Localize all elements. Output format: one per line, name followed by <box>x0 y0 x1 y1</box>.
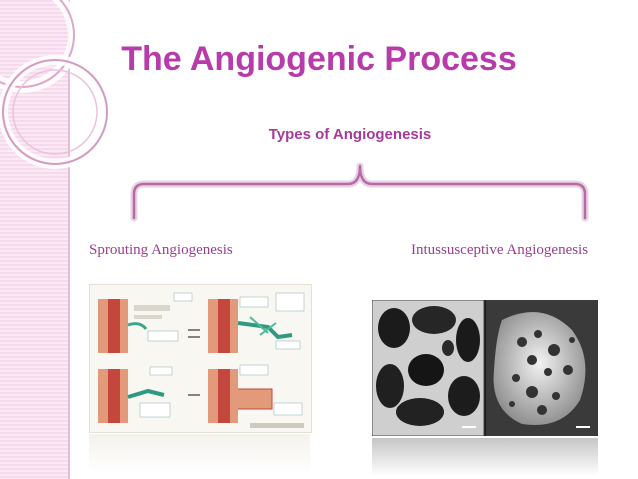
sprouting-angiogenesis-diagram-icon <box>98 292 305 428</box>
intussusceptive-angiogenesis-label: Intussusceptive Angiogenesis <box>411 242 589 258</box>
sprouting-angiogenesis-label: Sprouting Angiogenesis <box>89 242 233 258</box>
right-image-reflection <box>372 438 598 476</box>
sprouting-angiogenesis-diagram <box>89 284 312 433</box>
decorative-stripe-edge <box>68 0 70 479</box>
slide-subtitle: Types of Angiogenesis <box>268 126 432 143</box>
left-image-reflection <box>89 434 310 474</box>
intussusceptive-micrograph-icon <box>372 300 598 436</box>
intussusceptive-micrograph <box>372 300 598 436</box>
bracket-connector-icon <box>130 162 589 222</box>
slide-title: The Angiogenic Process <box>121 40 517 78</box>
